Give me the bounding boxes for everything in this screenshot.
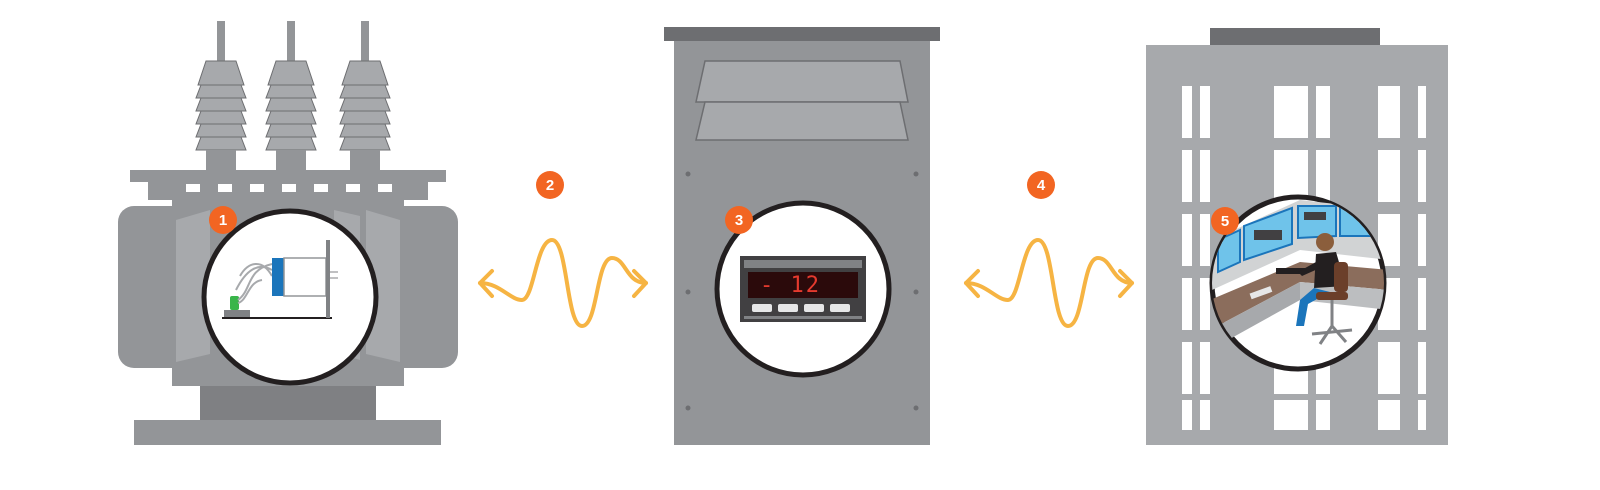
bushing-middle: [265, 21, 317, 170]
step-badge-1: 1: [209, 206, 237, 234]
wireless-signal-right: [964, 238, 1134, 328]
meter-readout: - 12: [760, 273, 821, 298]
display-meter-inset: - 12: [714, 200, 892, 378]
bushing-right: [339, 21, 391, 170]
svg-text:4: 4: [1037, 177, 1046, 194]
step-badge-2: 2: [536, 171, 564, 199]
lid-slots: [186, 184, 392, 192]
operator-inset: [1209, 194, 1387, 372]
svg-text:5: 5: [1221, 213, 1229, 230]
bushing-left: [195, 21, 247, 170]
step-badge-4: 4: [1027, 171, 1055, 199]
sensor-inset: [201, 208, 379, 386]
step-badge-5: 5: [1211, 207, 1239, 235]
wireless-signal-left: [478, 238, 648, 328]
svg-text:3: 3: [735, 212, 743, 229]
svg-text:2: 2: [546, 177, 554, 194]
step-badge-3: 3: [725, 206, 753, 234]
svg-text:1: 1: [219, 212, 227, 229]
